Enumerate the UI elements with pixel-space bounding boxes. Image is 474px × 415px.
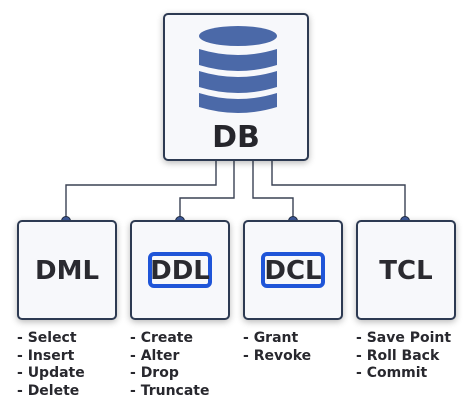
ddl-node: DDL [130,220,230,320]
list-item: Update [17,365,85,383]
list-item: Select [17,330,85,348]
dml-command-list: Select Insert Update Delete [17,330,85,400]
database-icon [199,26,277,113]
connector-ddl [179,161,235,220]
dml-label: DML [34,256,100,286]
list-item: Truncate [130,383,210,401]
tcl-node: TCL [356,220,456,320]
tcl-command-list: Save Point Roll Back Commit [356,330,451,383]
list-item: Roll Back [356,348,451,366]
db-node: DB [163,13,309,161]
list-item: Delete [17,383,85,401]
ddl-label: DDL [150,256,210,286]
list-item: Insert [17,348,85,366]
dcl-label: DCL [264,256,322,286]
ddl-command-list: Create Alter Drop Truncate [130,330,210,401]
dcl-node: DCL [243,220,343,320]
db-label: DB [212,120,260,155]
list-item: Revoke [243,348,311,366]
ddl-highlight-marker [148,252,212,288]
list-item: Commit [356,365,451,383]
connector-dcl [252,161,294,220]
list-item: Alter [130,348,209,366]
dcl-highlight-marker [261,252,325,288]
connector-dml [65,161,217,220]
list-item: Create [130,330,209,348]
list-item: Drop [130,365,209,383]
dml-node: DML [17,220,117,320]
dcl-command-list: Grant Revoke [243,330,311,365]
list-item: Grant [243,330,311,348]
connector-tcl [271,161,406,220]
list-item: Save Point [356,330,451,348]
tcl-label: TCL [379,256,433,286]
